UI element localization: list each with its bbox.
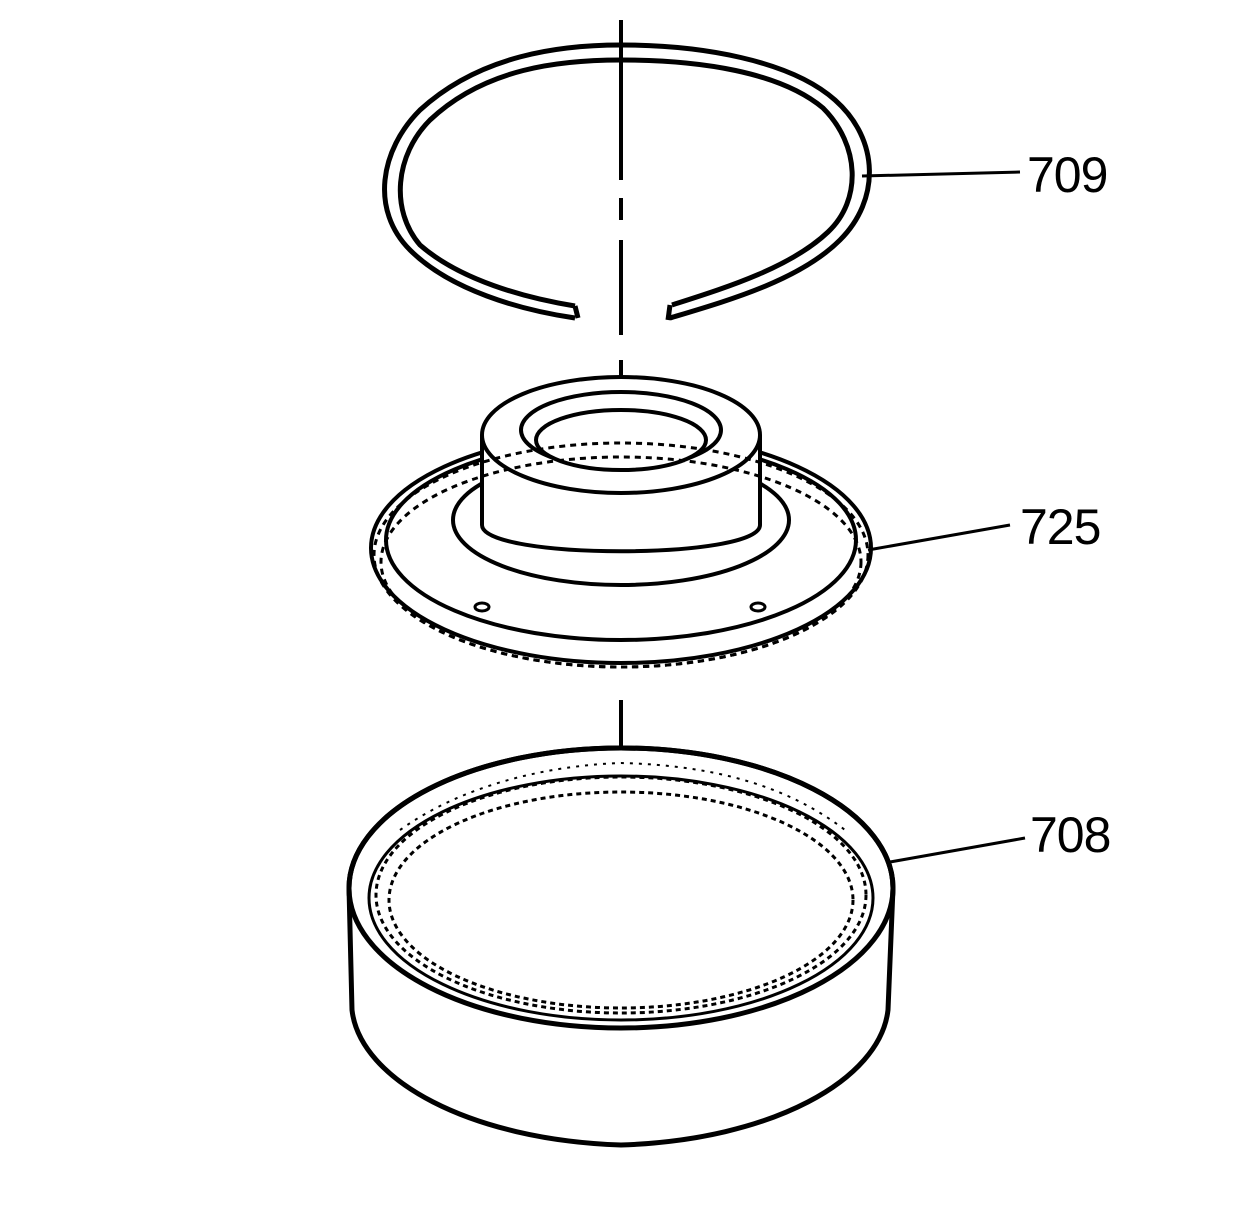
leader-708 [889, 836, 1026, 864]
callout-709: 709 [1027, 147, 1108, 203]
internal-teeth-708 [374, 775, 868, 1015]
ring-gear-708 [346, 745, 896, 1148]
leader-709 [861, 170, 1021, 178]
gear-hub-725 [369, 375, 873, 665]
gear-teeth-725 [372, 441, 870, 669]
snap-ring-709 [382, 42, 872, 321]
callout-725: 725 [1020, 499, 1101, 555]
internal-teeth-back-708 [399, 761, 846, 831]
leader-725 [867, 523, 1011, 552]
callout-708: 708 [1030, 807, 1111, 863]
